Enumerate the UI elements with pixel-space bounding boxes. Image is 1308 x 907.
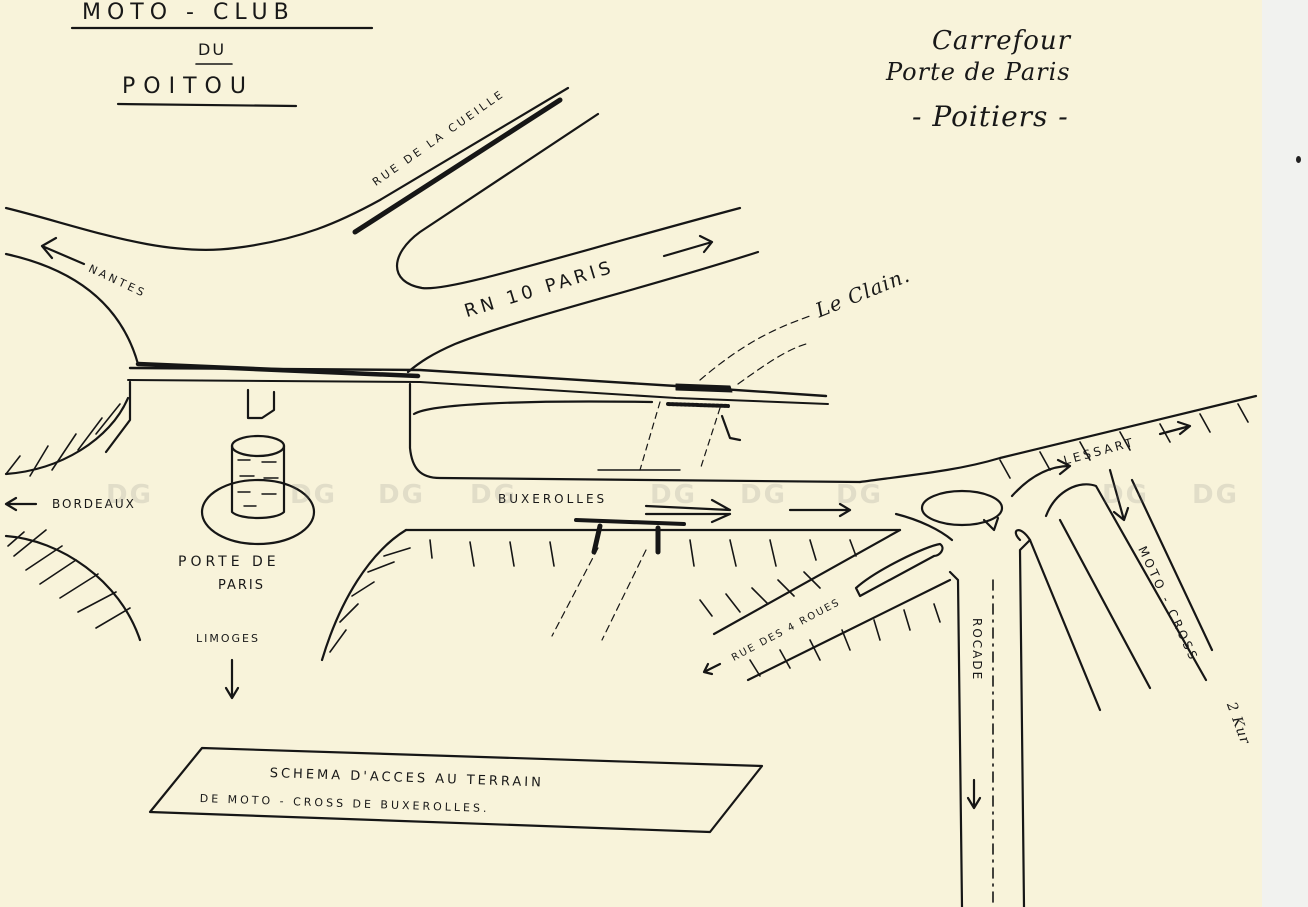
road-buxerolles-edge <box>320 528 408 662</box>
arrow-lessart-curve <box>1010 458 1072 498</box>
road-rocade-left <box>948 570 964 907</box>
lessart-approach <box>894 512 954 542</box>
buxerolles-bridge <box>574 518 686 526</box>
porte-de-paris-monument-top <box>230 434 286 458</box>
hatch-left-bottom <box>7 529 131 629</box>
place-title-line3: - Poitiers - <box>912 100 1069 133</box>
hatch-rocade-right <box>749 603 941 677</box>
club-title-line1: MOTO - CLUB <box>82 0 295 25</box>
club-title-line3: POITOU <box>122 74 254 99</box>
watermark: DG <box>378 480 425 510</box>
road-rn10-lower <box>406 250 760 374</box>
road-map-drawing <box>4 26 1258 907</box>
porte-de-paris-roundabout <box>200 478 316 546</box>
watermark: DG <box>470 480 517 510</box>
hatch-left-curve <box>4 534 142 642</box>
hatch-mid <box>329 539 857 653</box>
watermark: DG <box>1102 480 1149 510</box>
road-rue-4-roues-bottom <box>746 578 952 682</box>
club-title-line2: DU <box>198 40 227 59</box>
road-rocade-right <box>1018 538 1032 907</box>
bridge-pillar-left <box>104 380 132 454</box>
watermark: DG <box>106 480 153 510</box>
river-clain-lower-2 <box>601 549 647 641</box>
legend-box-frame <box>148 746 764 834</box>
buxerolles-bridge-leg-l <box>591 523 603 555</box>
road-rue-cueille-thick <box>352 97 563 235</box>
road-buxerolles-top <box>858 394 1258 484</box>
hatch-left-top <box>5 403 121 477</box>
bridge-pillar-right <box>408 382 862 484</box>
bridge-bottom <box>127 379 829 405</box>
watermark: DG <box>836 480 883 510</box>
paper-sheet <box>0 0 1262 907</box>
bridge-pillar-mid <box>246 388 276 420</box>
label-rocade: ROCADE <box>970 618 984 682</box>
road-rue-cueille-lower <box>4 86 570 251</box>
bridge-deck-lower <box>666 402 730 408</box>
road-rocade-island <box>1014 529 1102 712</box>
arrow-lessart <box>1158 420 1192 436</box>
river-clain-bank-1 <box>639 401 661 471</box>
river-clain-upper-1 <box>699 315 811 381</box>
scan-margin <box>1262 0 1308 907</box>
label-porte-de-paris-2: PARIS <box>218 578 266 593</box>
arrow-rocade <box>966 778 982 810</box>
hatch-rocade-left <box>699 571 821 617</box>
arrow-bordeaux <box>4 496 38 512</box>
lessart-roundabout <box>920 489 1004 527</box>
arrow-paris <box>662 234 714 258</box>
arrow-rue-4-roues <box>702 662 722 676</box>
river-clain-upper-2 <box>737 343 807 385</box>
porte-de-paris-monument <box>230 444 286 520</box>
arrow-roundabout-down <box>982 516 1000 532</box>
place-title-line2: Porte de Paris <box>886 58 1071 86</box>
road-rue-cueille-upper <box>395 112 742 290</box>
bridge-underside-2 <box>720 414 742 442</box>
label-limoges: LIMOGES <box>196 632 260 645</box>
bridge-underside <box>412 400 654 416</box>
ink-dot <box>1296 156 1301 163</box>
watermark: DG <box>1192 480 1239 510</box>
road-motocross-left <box>1044 483 1208 682</box>
label-porte-de-paris-1: PORTE DE <box>178 554 280 570</box>
arrow-buxerolles-1 <box>644 498 732 524</box>
arrow-motocross <box>1108 468 1130 522</box>
road-motocross-far <box>1130 478 1214 652</box>
road-motocross-right <box>1058 518 1152 690</box>
river-clain-bank-2 <box>699 407 721 471</box>
bridge-deck <box>675 383 733 393</box>
hatch-left-top-curve <box>4 396 130 476</box>
arrow-limoges <box>224 658 240 700</box>
place-title-line1: Carrefour <box>932 26 1072 56</box>
label-bordeaux: BORDEAUX <box>52 497 136 511</box>
label-buxerolles: BUXEROLLES <box>498 492 608 506</box>
monument-bricks <box>237 459 279 507</box>
watermark: DG <box>290 480 337 510</box>
road-rue-4-roues-top <box>712 528 902 636</box>
arrow-buxerolles-2 <box>788 502 852 518</box>
watermark: DG <box>650 480 697 510</box>
river-clain-lower-1 <box>551 547 599 637</box>
title-underline-poitou <box>116 102 298 108</box>
road-nantes-lower <box>4 252 140 366</box>
road-rue-4-roues-mid <box>854 542 944 598</box>
arrow-nantes <box>40 236 86 266</box>
watermark: DG <box>740 480 787 510</box>
bridge-thick <box>135 361 421 379</box>
